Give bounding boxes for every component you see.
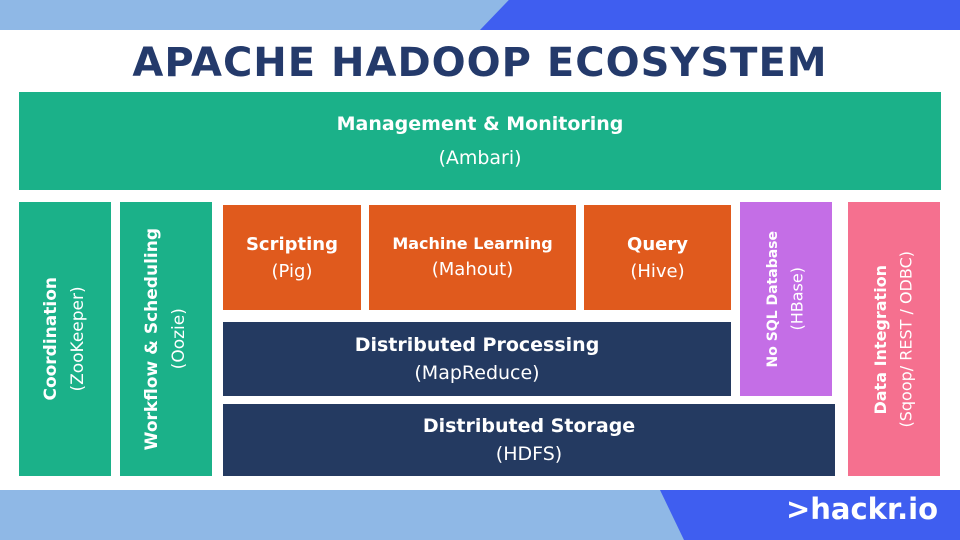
machine-learning-tool: (Mahout) xyxy=(431,259,514,280)
coordination-label: Coordination xyxy=(40,277,61,401)
machine-learning-label: Machine Learning xyxy=(392,234,553,253)
processing-tool: (MapReduce) xyxy=(414,362,540,384)
coordination-block: Coordination (ZooKeeper) xyxy=(19,202,111,476)
data-integration-block: Data Integration (Sqoop/ REST / ODBC) xyxy=(848,202,940,476)
page-title: APACHE HADOOP ECOSYSTEM xyxy=(132,40,828,86)
nosql-label: No SQL Database xyxy=(765,230,781,368)
top-band-dark xyxy=(480,0,960,30)
data-integration-text: Data Integration (Sqoop/ REST / ODBC) xyxy=(868,251,919,428)
query-tool: (Hive) xyxy=(630,260,685,282)
workflow-tool: (Oozie) xyxy=(169,308,189,370)
management-label: Management & Monitoring xyxy=(336,112,624,135)
nosql-block: No SQL Database (HBase) xyxy=(740,202,832,396)
scripting-label: Scripting xyxy=(245,233,339,255)
query-label: Query xyxy=(627,233,688,255)
storage-tool: (HDFS) xyxy=(495,443,563,465)
distributed-storage-block: Distributed Storage (HDFS) xyxy=(223,404,835,476)
scripting-tool: (Pig) xyxy=(271,260,313,282)
nosql-tool: (HBase) xyxy=(787,267,807,331)
scripting-block: Scripting (Pig) xyxy=(223,205,361,310)
processing-label: Distributed Processing xyxy=(354,333,600,356)
hackr-logo: >hackr.io xyxy=(785,492,938,526)
coordination-tool: (ZooKeeper) xyxy=(68,286,88,392)
data-integration-label: Data Integration xyxy=(871,264,891,414)
nosql-text: No SQL Database (HBase) xyxy=(762,231,810,368)
workflow-text: Workflow & Scheduling (Oozie) xyxy=(139,228,193,450)
storage-label: Distributed Storage xyxy=(422,414,636,437)
data-integration-tool: (Sqoop/ REST / ODBC) xyxy=(897,250,916,428)
query-block: Query (Hive) xyxy=(584,205,731,310)
distributed-processing-block: Distributed Processing (MapReduce) xyxy=(223,322,731,396)
workflow-block: Workflow & Scheduling (Oozie) xyxy=(120,202,212,476)
bottom-band-dark xyxy=(660,490,960,540)
workflow-label: Workflow & Scheduling xyxy=(141,227,162,451)
management-monitoring-block: Management & Monitoring (Ambari) xyxy=(19,92,941,190)
machine-learning-block: Machine Learning (Mahout) xyxy=(369,205,576,310)
management-tool: (Ambari) xyxy=(438,147,522,169)
coordination-text: Coordination (ZooKeeper) xyxy=(38,277,92,401)
